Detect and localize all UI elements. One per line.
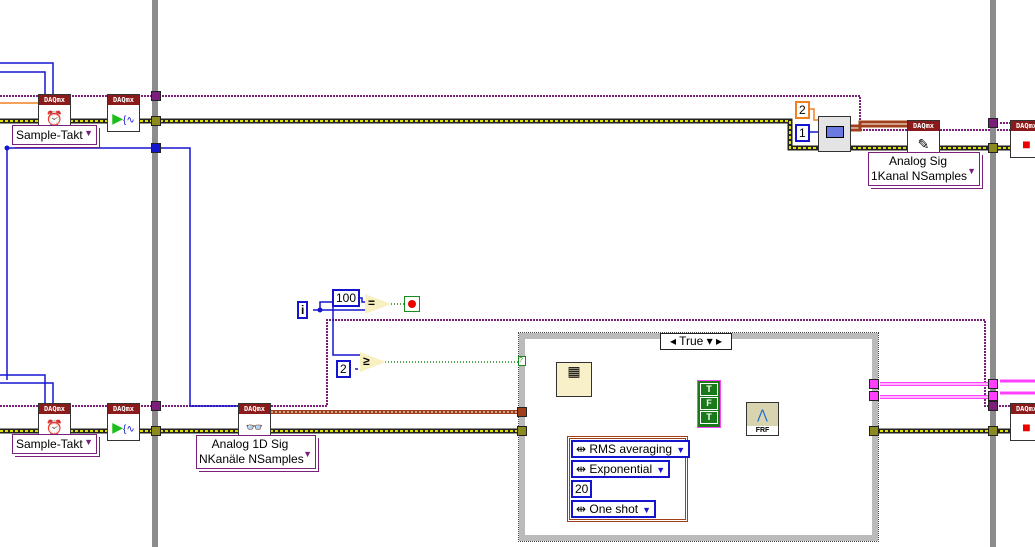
waveform-tunnel bbox=[517, 407, 527, 417]
channel-tunnel bbox=[151, 143, 161, 153]
cluster-tunnel bbox=[869, 391, 879, 401]
equal-node[interactable] bbox=[365, 294, 391, 314]
dropdown-arrow-icon: ▼ bbox=[676, 445, 686, 455]
boolean-element[interactable]: F bbox=[700, 397, 718, 410]
const-100[interactable]: 100 bbox=[332, 289, 361, 307]
error-tunnel bbox=[988, 401, 998, 411]
const-blue[interactable]: 1 bbox=[795, 124, 810, 142]
error-tunnel bbox=[151, 401, 161, 411]
dropdown-arrow-icon: ▼ bbox=[642, 505, 652, 515]
cluster-tunnel bbox=[869, 379, 879, 389]
error-wire bbox=[0, 95, 907, 131]
averaging-action-ring[interactable]: ⇹ One shot▼ bbox=[571, 500, 657, 518]
build-waveform-node[interactable] bbox=[818, 116, 851, 152]
dropdown-arrow-icon: ▼ bbox=[967, 166, 976, 176]
index-array-node[interactable]: ▦ bbox=[556, 362, 592, 397]
daqmx-write-node[interactable]: DAQmx✎ bbox=[907, 120, 940, 158]
boolean-wire bbox=[385, 303, 519, 363]
weighting-mode-ring[interactable]: ⇹ Exponential▼ bbox=[571, 460, 671, 478]
clock-icon: ⏰ bbox=[45, 110, 64, 126]
timing-mode-ring[interactable]: Sample-Takt▼ bbox=[12, 125, 97, 145]
ge-symbol: ≥ bbox=[363, 354, 370, 368]
monitor-icon bbox=[826, 126, 844, 138]
numeric-wire bbox=[0, 374, 54, 403]
next-case-icon[interactable]: ▸ bbox=[716, 334, 723, 348]
equal-symbol: = bbox=[368, 296, 376, 310]
error-tunnel bbox=[151, 91, 161, 101]
while-loop-left-border bbox=[152, 0, 158, 547]
daqmx-start-node[interactable]: DAQmx▶{∿ bbox=[107, 403, 140, 441]
task-tunnel bbox=[151, 116, 161, 126]
stop-square-icon: ■ bbox=[1022, 136, 1031, 152]
pencil-icon: ✎ bbox=[917, 136, 930, 152]
boolean-array-constant[interactable]: T F T bbox=[697, 380, 721, 428]
stop-square-icon: ■ bbox=[1022, 419, 1031, 435]
boolean-element[interactable]: T bbox=[700, 411, 718, 424]
stop-icon bbox=[408, 300, 416, 308]
cluster-tunnel bbox=[988, 391, 998, 401]
timing-mode-ring[interactable]: Sample-Takt▼ bbox=[12, 434, 97, 454]
averages-count[interactable]: 20 bbox=[571, 480, 593, 498]
spectrum-icon: ⋀ bbox=[757, 407, 768, 422]
case-selector-terminal: ? bbox=[518, 356, 526, 366]
channel-wire bbox=[6, 147, 238, 407]
array-icon: ▦ bbox=[567, 363, 581, 379]
numeric-wire bbox=[0, 62, 54, 94]
dropdown-arrow-icon: ▼ bbox=[656, 465, 666, 475]
prev-case-icon[interactable]: ◂ bbox=[669, 334, 676, 348]
dropdown-arrow-icon: ▼ bbox=[84, 128, 93, 138]
case-selector[interactable]: ◂ True ▾ ▸ bbox=[660, 333, 732, 350]
clock-icon: ⏰ bbox=[45, 419, 64, 435]
task-tunnel bbox=[988, 143, 998, 153]
error-tunnel bbox=[988, 118, 998, 128]
const-2[interactable]: 2 bbox=[336, 360, 351, 378]
task-wire bbox=[0, 120, 1035, 149]
daqmx-read-node[interactable]: DAQmx👓 bbox=[238, 403, 271, 441]
cluster-tunnel bbox=[988, 379, 998, 389]
greater-equal-node[interactable] bbox=[360, 352, 386, 372]
averaging-mode-ring[interactable]: ⇹ RMS averaging▼ bbox=[571, 440, 691, 458]
task-tunnel bbox=[151, 426, 161, 436]
task-tunnel bbox=[988, 426, 998, 436]
dropdown-arrow-icon: ▼ bbox=[303, 449, 312, 459]
task-tunnel bbox=[869, 426, 879, 436]
daqmx-start-node[interactable]: DAQmx▶{∿ bbox=[107, 94, 140, 132]
const-orange[interactable]: 2 bbox=[795, 101, 810, 119]
daqmx-start-node[interactable]: DAQmx■ bbox=[1010, 403, 1035, 441]
play-icon: ▶{∿ bbox=[112, 110, 135, 126]
boolean-element[interactable]: T bbox=[700, 383, 718, 396]
while-loop-right-border bbox=[990, 0, 996, 547]
play-icon: ▶{∿ bbox=[112, 419, 135, 435]
iteration-terminal: i bbox=[297, 301, 309, 319]
frf-node[interactable]: ⋀ FRF bbox=[746, 402, 779, 436]
glasses-icon: 👓 bbox=[245, 419, 264, 435]
daqmx-start-node[interactable]: DAQmx■ bbox=[1010, 120, 1035, 158]
dropdown-arrow-icon: ▼ bbox=[84, 437, 93, 447]
task-tunnel bbox=[517, 426, 527, 436]
stop-terminal[interactable] bbox=[404, 296, 420, 312]
